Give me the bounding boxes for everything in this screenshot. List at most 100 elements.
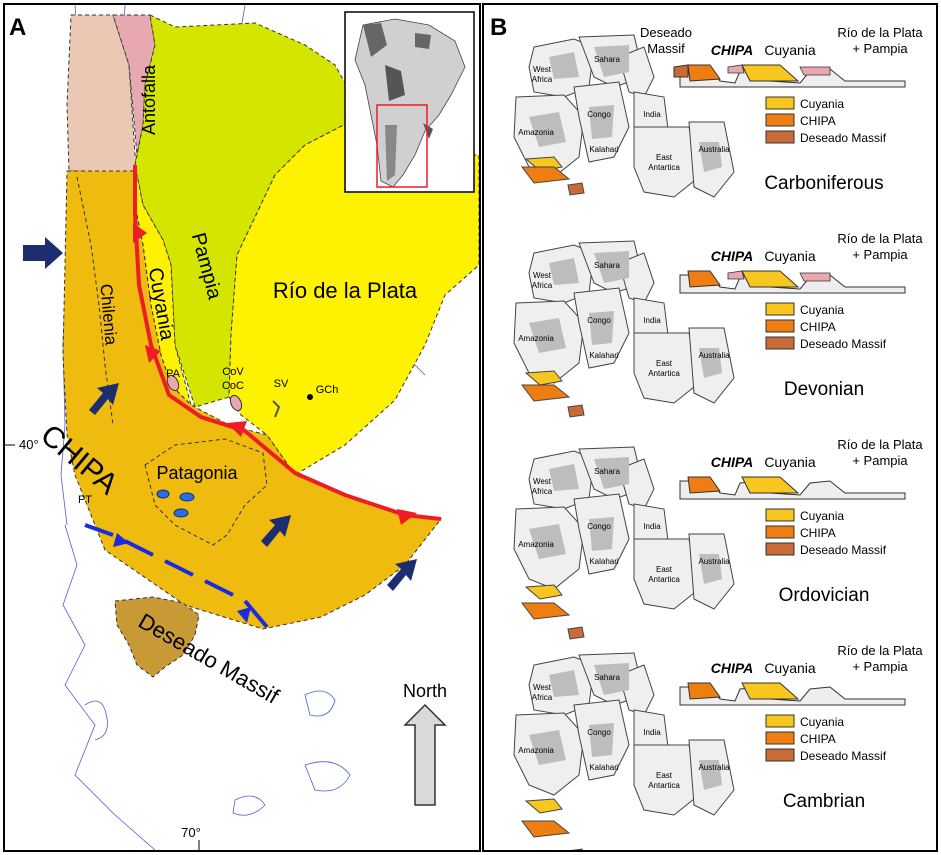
panel-b-letter: B xyxy=(490,14,507,41)
period-block-devonian: WestAfricaSaharaAmazoniaCongoKalahariInd… xyxy=(513,231,923,418)
label-cov: CoV xyxy=(222,366,244,378)
legend-label-0: Cuyania xyxy=(800,715,844,729)
cross-section-chipa xyxy=(687,270,721,288)
label-rdlp-top: Río de la Plata xyxy=(837,643,923,658)
continent-shape-6 xyxy=(633,126,700,198)
label-india: India xyxy=(643,110,661,119)
chipa-terrane xyxy=(521,820,571,838)
label-chipa: CHIPA xyxy=(711,42,754,58)
legend-swatch-0 xyxy=(765,508,795,522)
craton-shape-2 xyxy=(529,524,566,559)
pampia-region xyxy=(134,14,364,408)
cross-section-pink-belt-2 xyxy=(799,272,831,282)
label-rdlp-bottom: + Pampia xyxy=(852,659,908,674)
patagonia-intrusives xyxy=(156,489,195,518)
label-australia: Australia xyxy=(698,557,730,566)
cuyania-terrane xyxy=(524,798,563,814)
label-east-antarctica-1: East xyxy=(656,771,673,780)
label-cuyania: Cuyania xyxy=(764,454,816,470)
label-cuyania: Cuyania xyxy=(764,42,816,58)
label-gch: GCh xyxy=(316,384,339,396)
craton-shape-3 xyxy=(589,517,614,551)
label-sahara: Sahara xyxy=(594,673,620,682)
label-india: India xyxy=(643,316,661,325)
label-congo: Congo xyxy=(587,728,611,737)
label-west-africa-2: Africa xyxy=(532,693,553,702)
label-west-africa-1: West xyxy=(533,271,552,280)
red-suture-teeth xyxy=(133,223,417,525)
label-kalahari: Kalahari xyxy=(589,557,619,566)
cross-section-cuyania xyxy=(741,476,800,494)
motion-arrows xyxy=(23,237,417,591)
cross-section-base xyxy=(679,480,906,500)
blue-suture xyxy=(84,523,269,629)
legend-label-0: Cuyania xyxy=(800,303,844,317)
legend-label-2: Deseado Massif xyxy=(800,131,887,145)
craton-shape-2 xyxy=(529,112,566,147)
deseado-terrane xyxy=(567,182,585,196)
cross-section-cuyania xyxy=(741,682,800,700)
period-name: Carboniferous xyxy=(764,173,883,194)
legend-label-0: Cuyania xyxy=(800,509,844,523)
cross-section-pink-belt xyxy=(727,270,745,280)
cross-section-base xyxy=(679,68,906,88)
label-amazonia: Amazonia xyxy=(518,334,554,343)
period-block-cambrian: WestAfricaSaharaAmazoniaCongoKalahariInd… xyxy=(513,643,923,850)
legend-label-1: CHIPA xyxy=(800,526,836,540)
label-india: India xyxy=(643,522,661,531)
cross-section-pink-belt-2 xyxy=(799,66,831,76)
label-west-africa-2: Africa xyxy=(532,75,553,84)
cross-section-base xyxy=(679,274,906,294)
label-congo: Congo xyxy=(587,522,611,531)
label-longitude: 70° xyxy=(181,825,201,840)
label-chipa: CHIPA xyxy=(711,248,754,264)
label-pt: PT xyxy=(78,494,92,506)
label-pa: PA xyxy=(166,368,181,380)
label-east-antarctica-2: Antartica xyxy=(648,369,680,378)
legend-swatch-0 xyxy=(765,714,795,728)
cuyania-terrane xyxy=(524,370,563,386)
period-name: Cambrian xyxy=(783,791,865,812)
legend-swatch-1 xyxy=(765,319,795,333)
deseado-terrane xyxy=(567,404,585,418)
period-name: Devonian xyxy=(784,379,864,400)
north-arrow-icon xyxy=(403,703,447,806)
legend-label-1: CHIPA xyxy=(800,320,836,334)
label-east-antarctica-2: Antartica xyxy=(648,781,680,790)
label-amazonia: Amazonia xyxy=(518,746,554,755)
cross-section-chipa xyxy=(687,64,721,82)
label-kalahari: Kalahari xyxy=(589,145,619,154)
craton-shape-0 xyxy=(549,670,579,697)
label-deseado-top: Deseado xyxy=(640,25,692,40)
legend-label-2: Deseado Massif xyxy=(800,749,887,763)
legend-label-2: Deseado Massif xyxy=(800,337,887,351)
deseado-massif-region xyxy=(114,596,200,678)
label-australia: Australia xyxy=(698,145,730,154)
craton-shape-1 xyxy=(594,457,629,489)
label-congo: Congo xyxy=(587,316,611,325)
label-amazonia: Amazonia xyxy=(518,540,554,549)
label-australia: Australia xyxy=(698,763,730,772)
panel-a-letter: A xyxy=(9,14,26,41)
panel-b-svg: B WestAfricaSaharaAmazoniaCongoKalahariI… xyxy=(490,14,923,850)
label-kalahari: Kalahari xyxy=(589,351,619,360)
chipa-terrane xyxy=(521,602,571,620)
chipa-terrane xyxy=(521,384,571,402)
label-antofalla: Antofalla xyxy=(139,64,159,135)
label-deseado-bottom: Massif xyxy=(647,41,685,56)
craton-shape-1 xyxy=(594,45,629,77)
legend-swatch-0 xyxy=(765,96,795,110)
continent-shape-6 xyxy=(633,332,700,404)
blue-suture-teeth xyxy=(113,533,251,623)
legend-swatch-2 xyxy=(765,130,795,144)
label-east-antarctica-1: East xyxy=(656,359,673,368)
red-suture xyxy=(133,165,442,521)
period-block-carboniferous: WestAfricaSaharaAmazoniaCongoKalahariInd… xyxy=(513,25,923,198)
label-kalahari: Kalahari xyxy=(589,763,619,772)
craton-shape-3 xyxy=(589,311,614,345)
cross-section-pink-belt xyxy=(727,64,745,74)
label-west-africa-1: West xyxy=(533,683,552,692)
antofalla-region xyxy=(66,14,144,174)
